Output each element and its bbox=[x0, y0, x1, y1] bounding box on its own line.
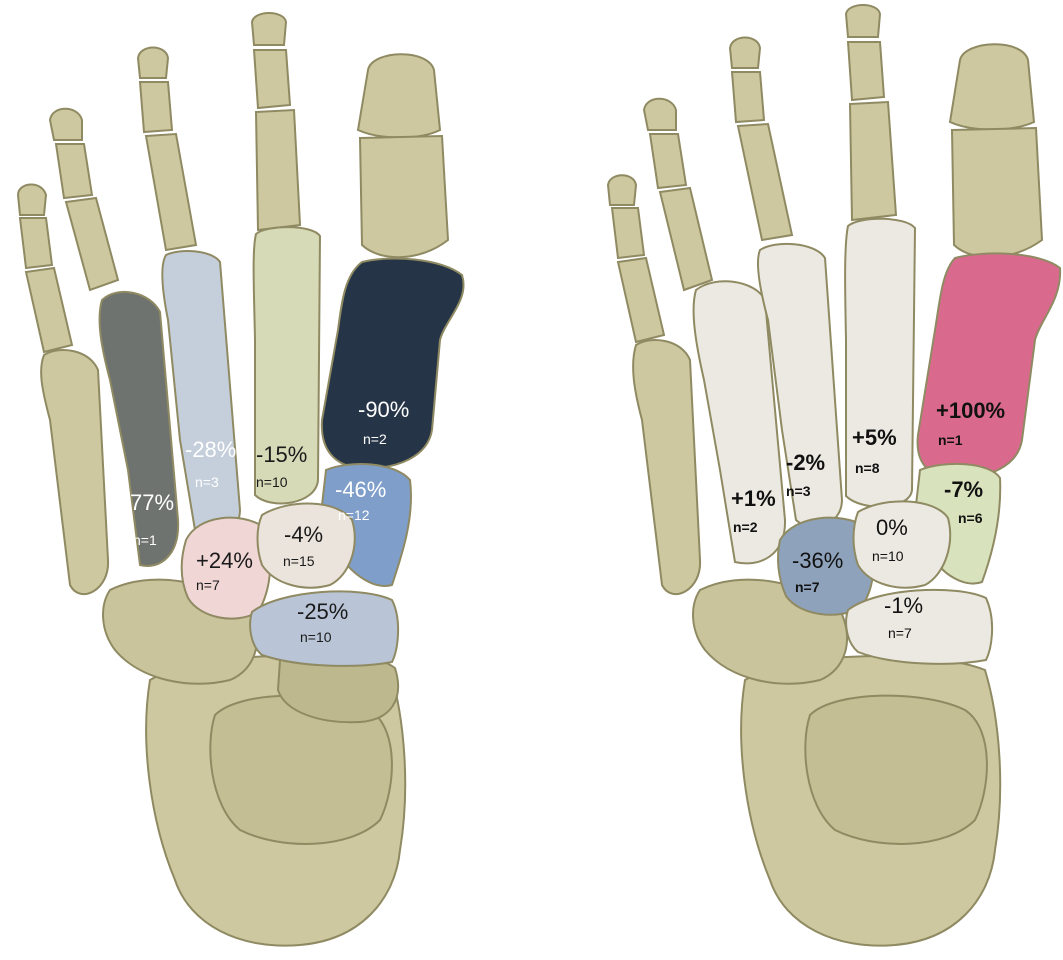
right-nav-pct: -1% bbox=[884, 593, 923, 618]
right-toe2-distal bbox=[846, 5, 880, 37]
left-toe3-distal bbox=[138, 48, 168, 79]
right-toe4-distal bbox=[644, 99, 676, 130]
right-mt5-n: n=2 bbox=[733, 519, 758, 535]
left-toe2-distal bbox=[252, 13, 286, 45]
left-hallux-proximal bbox=[360, 136, 448, 257]
left-toe-2 bbox=[252, 13, 300, 230]
left-mt5-n: n=1 bbox=[133, 532, 157, 548]
right-talus bbox=[805, 696, 987, 844]
left-toe-4 bbox=[50, 109, 118, 290]
left-mt3-pct: -15% bbox=[256, 442, 307, 467]
right-medcun-pct: -7% bbox=[944, 477, 983, 502]
right-toe-3 bbox=[730, 38, 792, 241]
right-mt4-n: n=3 bbox=[786, 483, 811, 499]
left-mt5-pct: 77% bbox=[130, 490, 174, 515]
left-mt5-region bbox=[100, 292, 179, 566]
right-toe3-proximal bbox=[738, 124, 792, 240]
left-toe4-proximal bbox=[66, 198, 118, 290]
right-toe5-middle bbox=[612, 208, 644, 258]
right-hallux-proximal bbox=[952, 128, 1042, 257]
right-toe2-middle bbox=[848, 42, 884, 100]
left-mt5-white bbox=[41, 350, 108, 594]
left-mt1-pct: -90% bbox=[358, 397, 409, 422]
right-mt4-pct: -2% bbox=[786, 450, 825, 475]
right-medcun-n: n=6 bbox=[958, 510, 983, 526]
right-hallux-distal bbox=[950, 44, 1034, 129]
right-toe-2 bbox=[846, 5, 896, 220]
right-toe5-distal bbox=[608, 175, 636, 205]
left-cuboid-pct: +24% bbox=[196, 548, 253, 573]
left-foot bbox=[18, 13, 464, 946]
right-toe2-proximal bbox=[850, 102, 896, 220]
left-mt4-n: n=3 bbox=[195, 474, 219, 490]
left-toe5-middle bbox=[20, 218, 52, 268]
right-mt5-pct: +1% bbox=[731, 486, 776, 511]
left-toe3-middle bbox=[140, 82, 172, 132]
right-toe-4 bbox=[644, 99, 712, 290]
left-mt1-region bbox=[322, 258, 464, 468]
left-toe4-middle bbox=[56, 144, 92, 198]
right-cuboid-pct: -36% bbox=[792, 548, 843, 573]
left-toe2-proximal bbox=[256, 110, 300, 230]
left-toe-1 bbox=[358, 54, 448, 257]
right-toe4-middle bbox=[650, 134, 686, 188]
left-latcun-n: n=15 bbox=[283, 553, 315, 569]
left-mt4-pct: -28% bbox=[185, 437, 236, 462]
left-toe4-distal bbox=[50, 109, 82, 140]
right-mt1-pct: +100% bbox=[936, 398, 1005, 423]
left-toe-3 bbox=[138, 48, 196, 251]
left-mt3-n: n=10 bbox=[256, 474, 288, 490]
left-cuboid-n: n=7 bbox=[196, 577, 220, 593]
left-mt1-n: n=2 bbox=[363, 431, 387, 447]
right-latcun-n: n=10 bbox=[872, 548, 904, 564]
right-toe-1 bbox=[950, 44, 1042, 257]
left-nav-pct: -25% bbox=[297, 599, 348, 624]
left-toe5-distal bbox=[18, 184, 46, 215]
right-mt3-pct: +5% bbox=[852, 425, 897, 450]
left-medcun-pct: -46% bbox=[335, 477, 386, 502]
right-mt5-base bbox=[633, 340, 700, 594]
right-toe5-proximal bbox=[618, 258, 664, 342]
right-cuboid-n: n=7 bbox=[795, 579, 820, 595]
left-toe5-proximal bbox=[26, 268, 72, 352]
right-toe3-distal bbox=[730, 38, 760, 69]
left-medcun-n: n=12 bbox=[338, 507, 370, 523]
left-nav-n: n=10 bbox=[300, 629, 332, 645]
right-mt3-n: n=8 bbox=[855, 460, 880, 476]
right-mt1-n: n=1 bbox=[938, 432, 963, 448]
left-latcun-pct: -4% bbox=[284, 522, 323, 547]
right-foot bbox=[608, 5, 1060, 946]
right-toe3-middle bbox=[732, 72, 764, 122]
right-nav-n: n=7 bbox=[888, 625, 912, 641]
right-toe4-proximal bbox=[660, 188, 712, 290]
left-toe2-middle bbox=[254, 50, 290, 108]
left-toe3-proximal bbox=[146, 134, 196, 250]
right-latcun-pct: 0% bbox=[876, 515, 908, 540]
left-hallux-distal bbox=[358, 54, 440, 137]
